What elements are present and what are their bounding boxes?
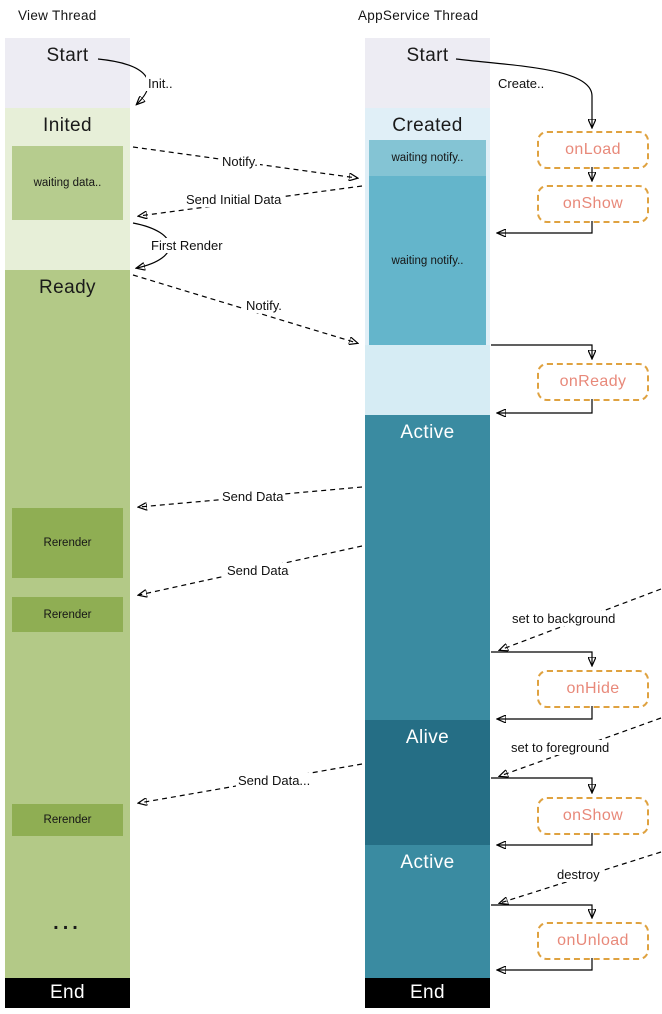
app-end-label: End [409,982,445,1003]
app-waiting-notify-block-2: waiting notify.. [369,176,486,345]
arrow-label-set-to-background: set to background [510,611,618,626]
arrow-label-set-to-foreground: set to foreground [509,740,612,755]
view-state-start: Start [5,38,130,108]
app-active-label-1: Active [400,422,455,443]
view-waiting-data-block: waiting data.. [12,146,123,220]
view-state-end: End [5,978,130,1008]
app-state-active-1: Active [365,415,490,720]
arrow-label-send-data-2: Send Data [225,563,291,578]
app-waiting-notify-block-1: waiting notify.. [369,140,486,176]
callback-onshow-2: onShow [537,797,649,835]
arrow-onshow2-in [491,777,592,792]
view-thread-title: View Thread [18,8,97,23]
app-state-start: Start [365,38,490,108]
arrow-label-destroy: destroy [555,867,602,882]
rerender-label-1: Rerender [43,537,92,549]
view-end-label: End [49,982,85,1003]
callback-onhide: onHide [537,670,649,708]
arrow-label-create: Create.. [496,76,547,91]
arrow-label-notify-1: Notify. [220,154,260,169]
view-start-label: Start [46,45,89,66]
app-state-active-2: Active [365,845,490,978]
callback-onready: onReady [537,363,649,401]
callback-onload: onLoad [537,131,649,169]
view-ready-label: Ready [39,277,96,298]
rerender-label-3: Rerender [43,814,92,826]
view-ellipsis: ... [53,912,82,934]
view-rerender-block-3: Rerender [12,804,123,836]
callback-onshow-1: onShow [537,185,649,223]
app-start-label: Start [406,45,449,66]
app-state-alive: Alive [365,720,490,845]
app-alive-label: Alive [405,727,450,748]
waiting-notify-label-2: waiting notify.. [391,254,464,267]
arrow-onready-in [491,344,592,358]
view-rerender-block-1: Rerender [12,508,123,578]
waiting-data-label: waiting data.. [33,177,102,189]
arrow-onunload-in [491,904,592,917]
arrow-label-first-render: First Render [149,238,225,253]
app-ready-gap-band [365,345,490,415]
callback-onunload: onUnload [537,922,649,960]
app-active-label-2: Active [400,852,455,873]
arrow-onready-out [498,399,593,413]
app-created-label: Created [392,115,463,136]
arrow-label-send-data-1: Send Data [220,489,286,504]
view-inited-label: Inited [43,115,92,136]
view-rerender-block-2: Rerender [12,597,123,632]
arrow-label-send-initial-data: Send Initial Data [184,192,284,207]
appservice-thread-title: AppService Thread [358,8,479,23]
rerender-label-2: Rerender [43,608,92,621]
arrow-label-init: Init.. [146,76,175,91]
arrow-label-send-data-3: Send Data... [236,773,313,788]
arrow-onhide-in [491,651,592,665]
waiting-notify-label-1: waiting notify.. [391,152,464,164]
app-state-end: End [365,978,490,1008]
arrow-label-notify-2: Notify. [244,298,284,313]
